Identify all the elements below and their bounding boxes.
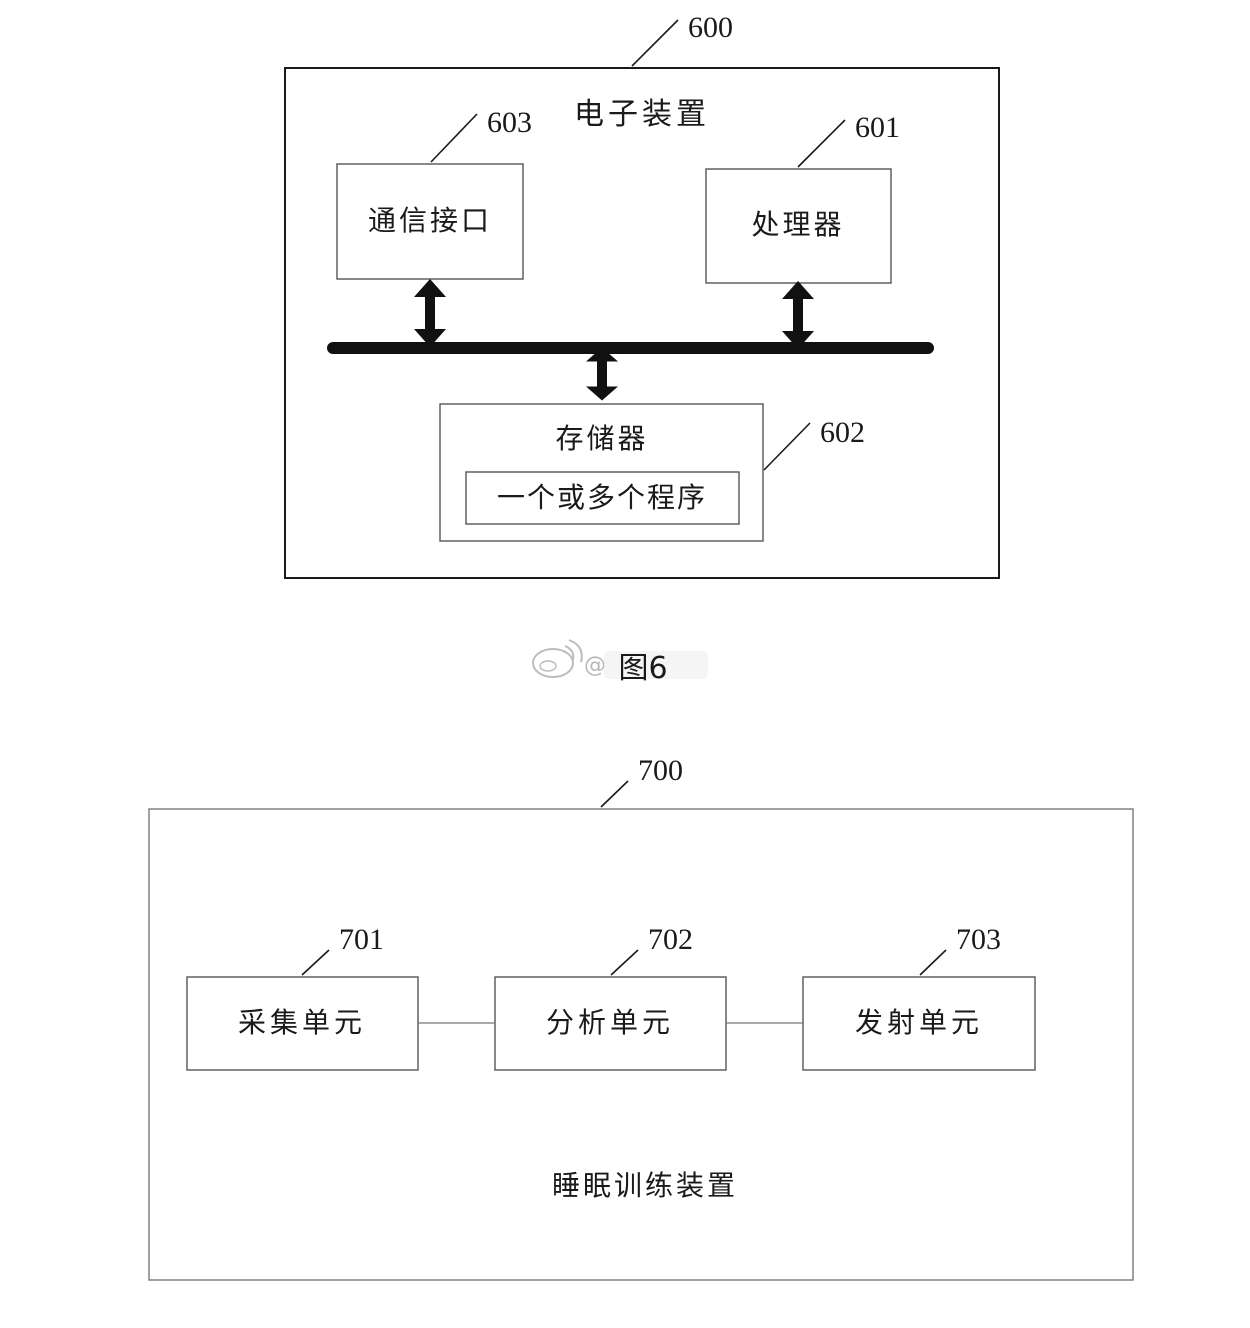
figure-6: 600 电子装置 通信接口 603 处理器 601 存储器 一个或多个程序 60… [284,11,1000,686]
arrow-bus-memory [586,347,618,401]
arrow-processor-bus [782,281,814,349]
ref-701: 701 [339,923,384,956]
ref-700: 700 [638,754,683,787]
ref-602: 602 [820,416,865,449]
watermark-text: @ [584,653,606,678]
sleep-training-device-label: 睡眠训练装置 [552,1169,738,1202]
programs-label: 一个或多个程序 [497,481,707,514]
acquisition-unit-label: 采集单元 [238,1006,366,1039]
memory-label: 存储器 [555,422,648,455]
leader-line-700 [600,780,629,808]
ref-601: 601 [855,111,900,144]
electronic-device-box [284,67,1000,579]
communication-interface-label: 通信接口 [368,204,492,237]
leader-line-701 [301,949,330,976]
memory-box [439,403,764,542]
weibo-watermark: @ [532,639,708,679]
electronic-device-label: 电子装置 [574,97,710,132]
weibo-logo-icon [532,648,574,678]
transmitting-unit-label: 发射单元 [855,1006,983,1039]
leader-line-600 [631,19,679,67]
ref-702: 702 [648,923,693,956]
leader-line-602 [763,422,811,471]
leader-line-603 [430,113,478,163]
leader-line-601 [797,119,846,168]
ref-603: 603 [487,106,532,139]
watermark-blur [604,651,708,679]
figure-6-caption: 图6 [618,651,667,686]
programs-box [465,471,740,525]
leader-line-703 [919,949,947,976]
ref-703: 703 [956,923,1001,956]
sleep-training-device-box [148,808,1134,1281]
analysis-unit-label: 分析单元 [546,1006,674,1039]
arrow-comm-bus [414,279,446,347]
figure-7: 700 采集单元 701 分析单元 702 发射单元 703 睡眠训练装置 [148,754,1134,1281]
ref-600: 600 [688,11,733,44]
processor-label: 处理器 [751,208,844,241]
leader-line-702 [610,949,639,976]
